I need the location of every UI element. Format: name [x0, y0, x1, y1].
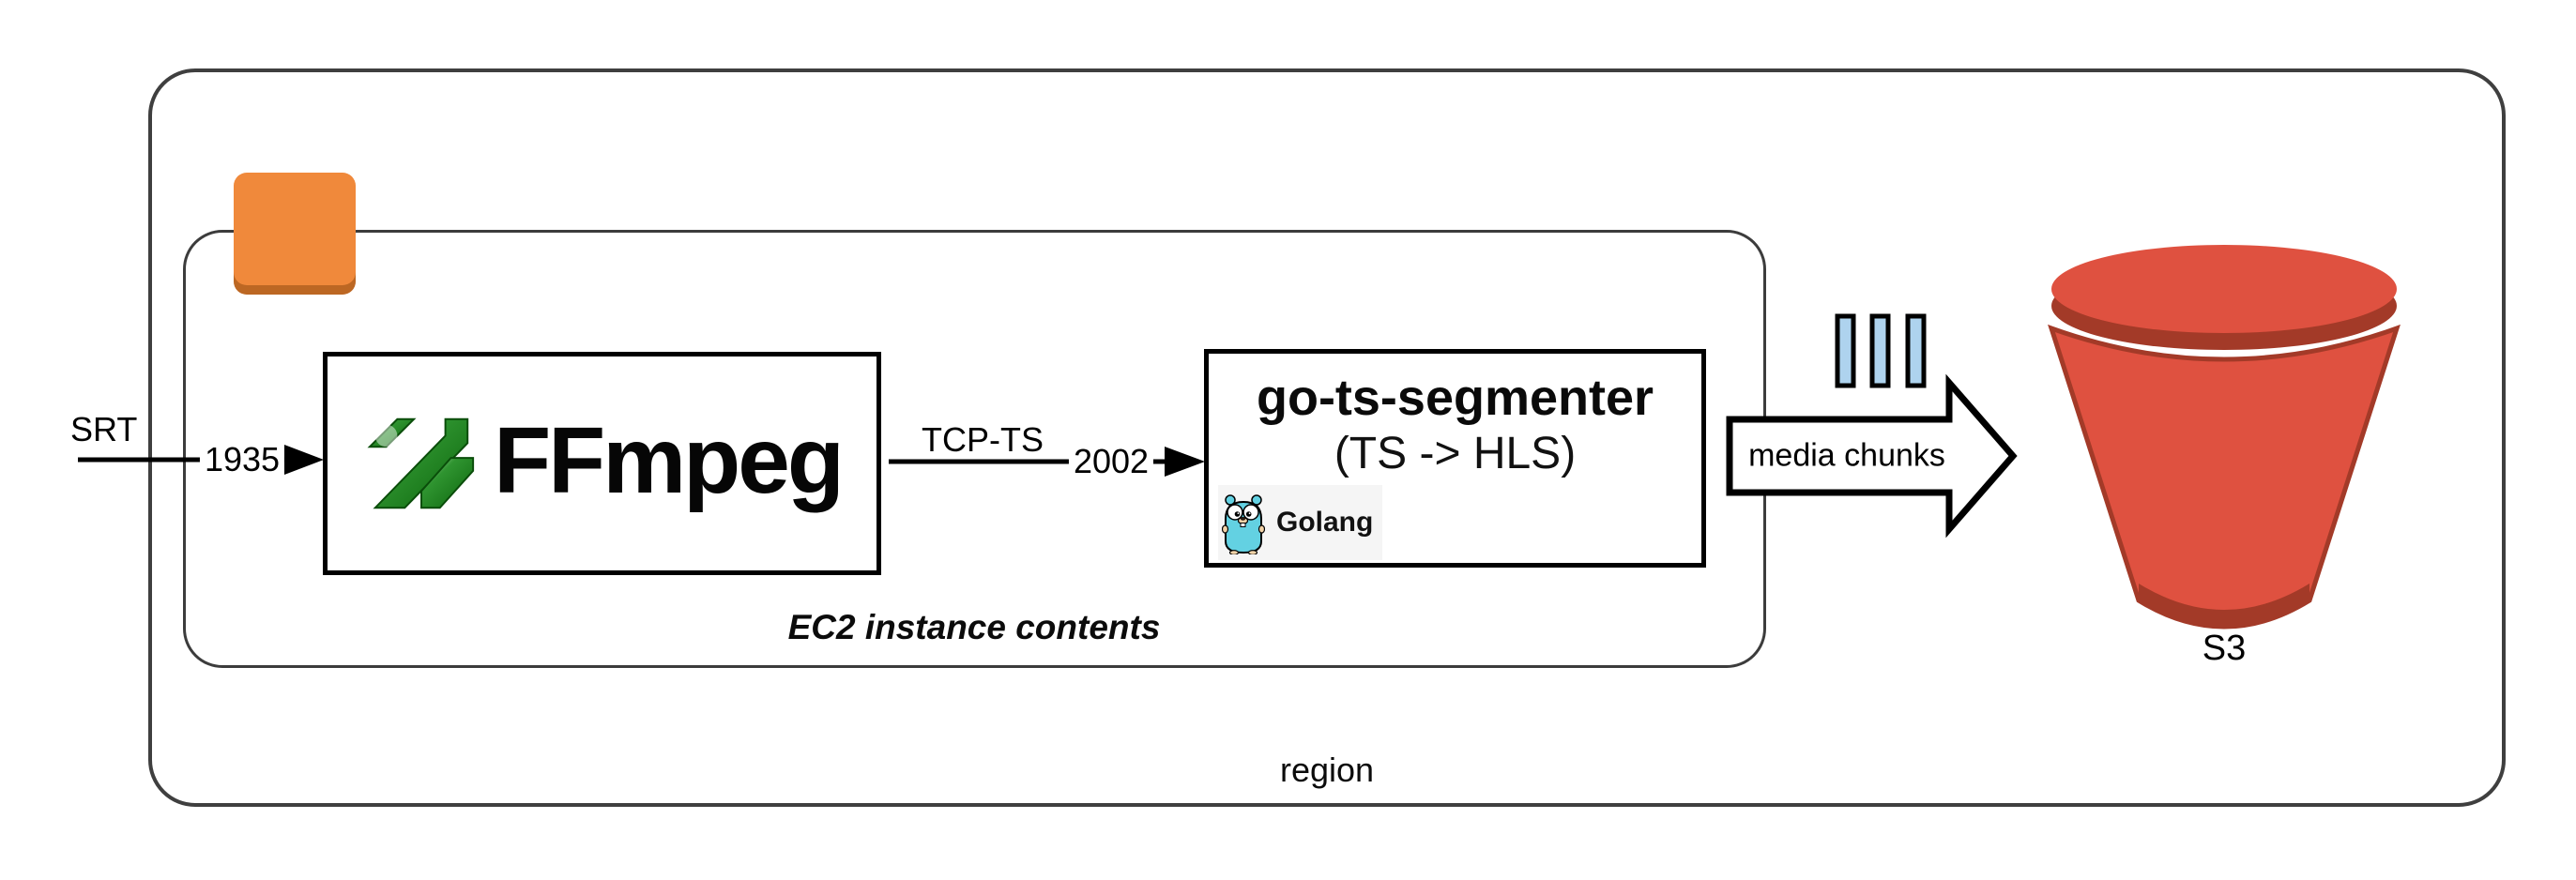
ec2-instance-label: EC2 instance contents — [787, 608, 1161, 646]
golang-gopher-icon — [1222, 494, 1265, 554]
go-ts-segmenter-node: go-ts-segmenter (TS -> HLS) — [1204, 349, 1706, 568]
segmenter-title: go-ts-segmenter — [1256, 370, 1654, 426]
segmenter-subtitle: (TS -> HLS) — [1334, 429, 1577, 479]
region-label: region — [1279, 751, 1375, 789]
ec2-orange-square-icon — [234, 173, 356, 295]
srt-protocol-label: SRT — [70, 410, 138, 448]
media-chunks-label: media chunks — [1748, 437, 1945, 474]
region-boundary — [148, 68, 2506, 807]
port-2002-label: 2002 — [1068, 443, 1154, 480]
golang-badge: Golang — [1218, 485, 1383, 560]
s3-label: S3 — [2202, 629, 2247, 668]
ffmpeg-zigzag-icon — [367, 417, 475, 509]
ffmpeg-label: FFmpeg — [494, 408, 845, 513]
golang-label: Golang — [1276, 507, 1374, 538]
tcp-ts-protocol-label: TCP-TS — [922, 420, 1044, 459]
port-1935-label: 1935 — [199, 441, 285, 478]
ffmpeg-node: FFmpeg — [323, 352, 881, 575]
